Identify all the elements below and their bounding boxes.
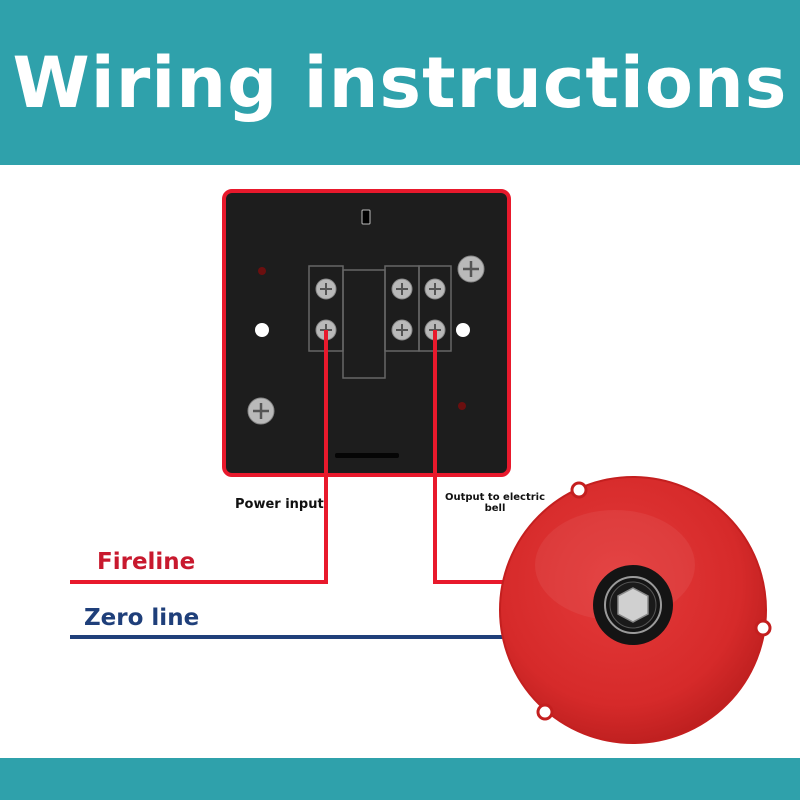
power-input-label: Power input bbox=[235, 497, 324, 512]
fireline-label: Fireline bbox=[97, 549, 196, 575]
zero-line-label: Zero line bbox=[84, 605, 200, 631]
mounting-screw bbox=[457, 255, 485, 283]
fireline-wire bbox=[70, 330, 328, 584]
bell-lug bbox=[536, 703, 554, 721]
mounting-hole bbox=[255, 323, 269, 337]
electric-bell bbox=[499, 476, 772, 744]
marker-dot bbox=[458, 402, 466, 410]
footer-banner bbox=[0, 758, 800, 800]
output-to-bell-label: Output to electric bell bbox=[444, 492, 546, 514]
page-title: Wiring instructions bbox=[12, 41, 788, 124]
hex-nut-icon bbox=[617, 587, 649, 623]
header-banner bbox=[0, 0, 800, 165]
bell-lug bbox=[570, 481, 588, 499]
bottom-slot bbox=[335, 453, 399, 458]
indicator-slot bbox=[361, 209, 371, 225]
bell-output-wire bbox=[433, 330, 520, 584]
mounting-hole bbox=[456, 323, 470, 337]
mounting-screw bbox=[247, 397, 275, 425]
marker-dot bbox=[258, 267, 266, 275]
switch-box bbox=[222, 189, 511, 477]
wires bbox=[70, 330, 520, 639]
bell-lug bbox=[754, 619, 772, 637]
